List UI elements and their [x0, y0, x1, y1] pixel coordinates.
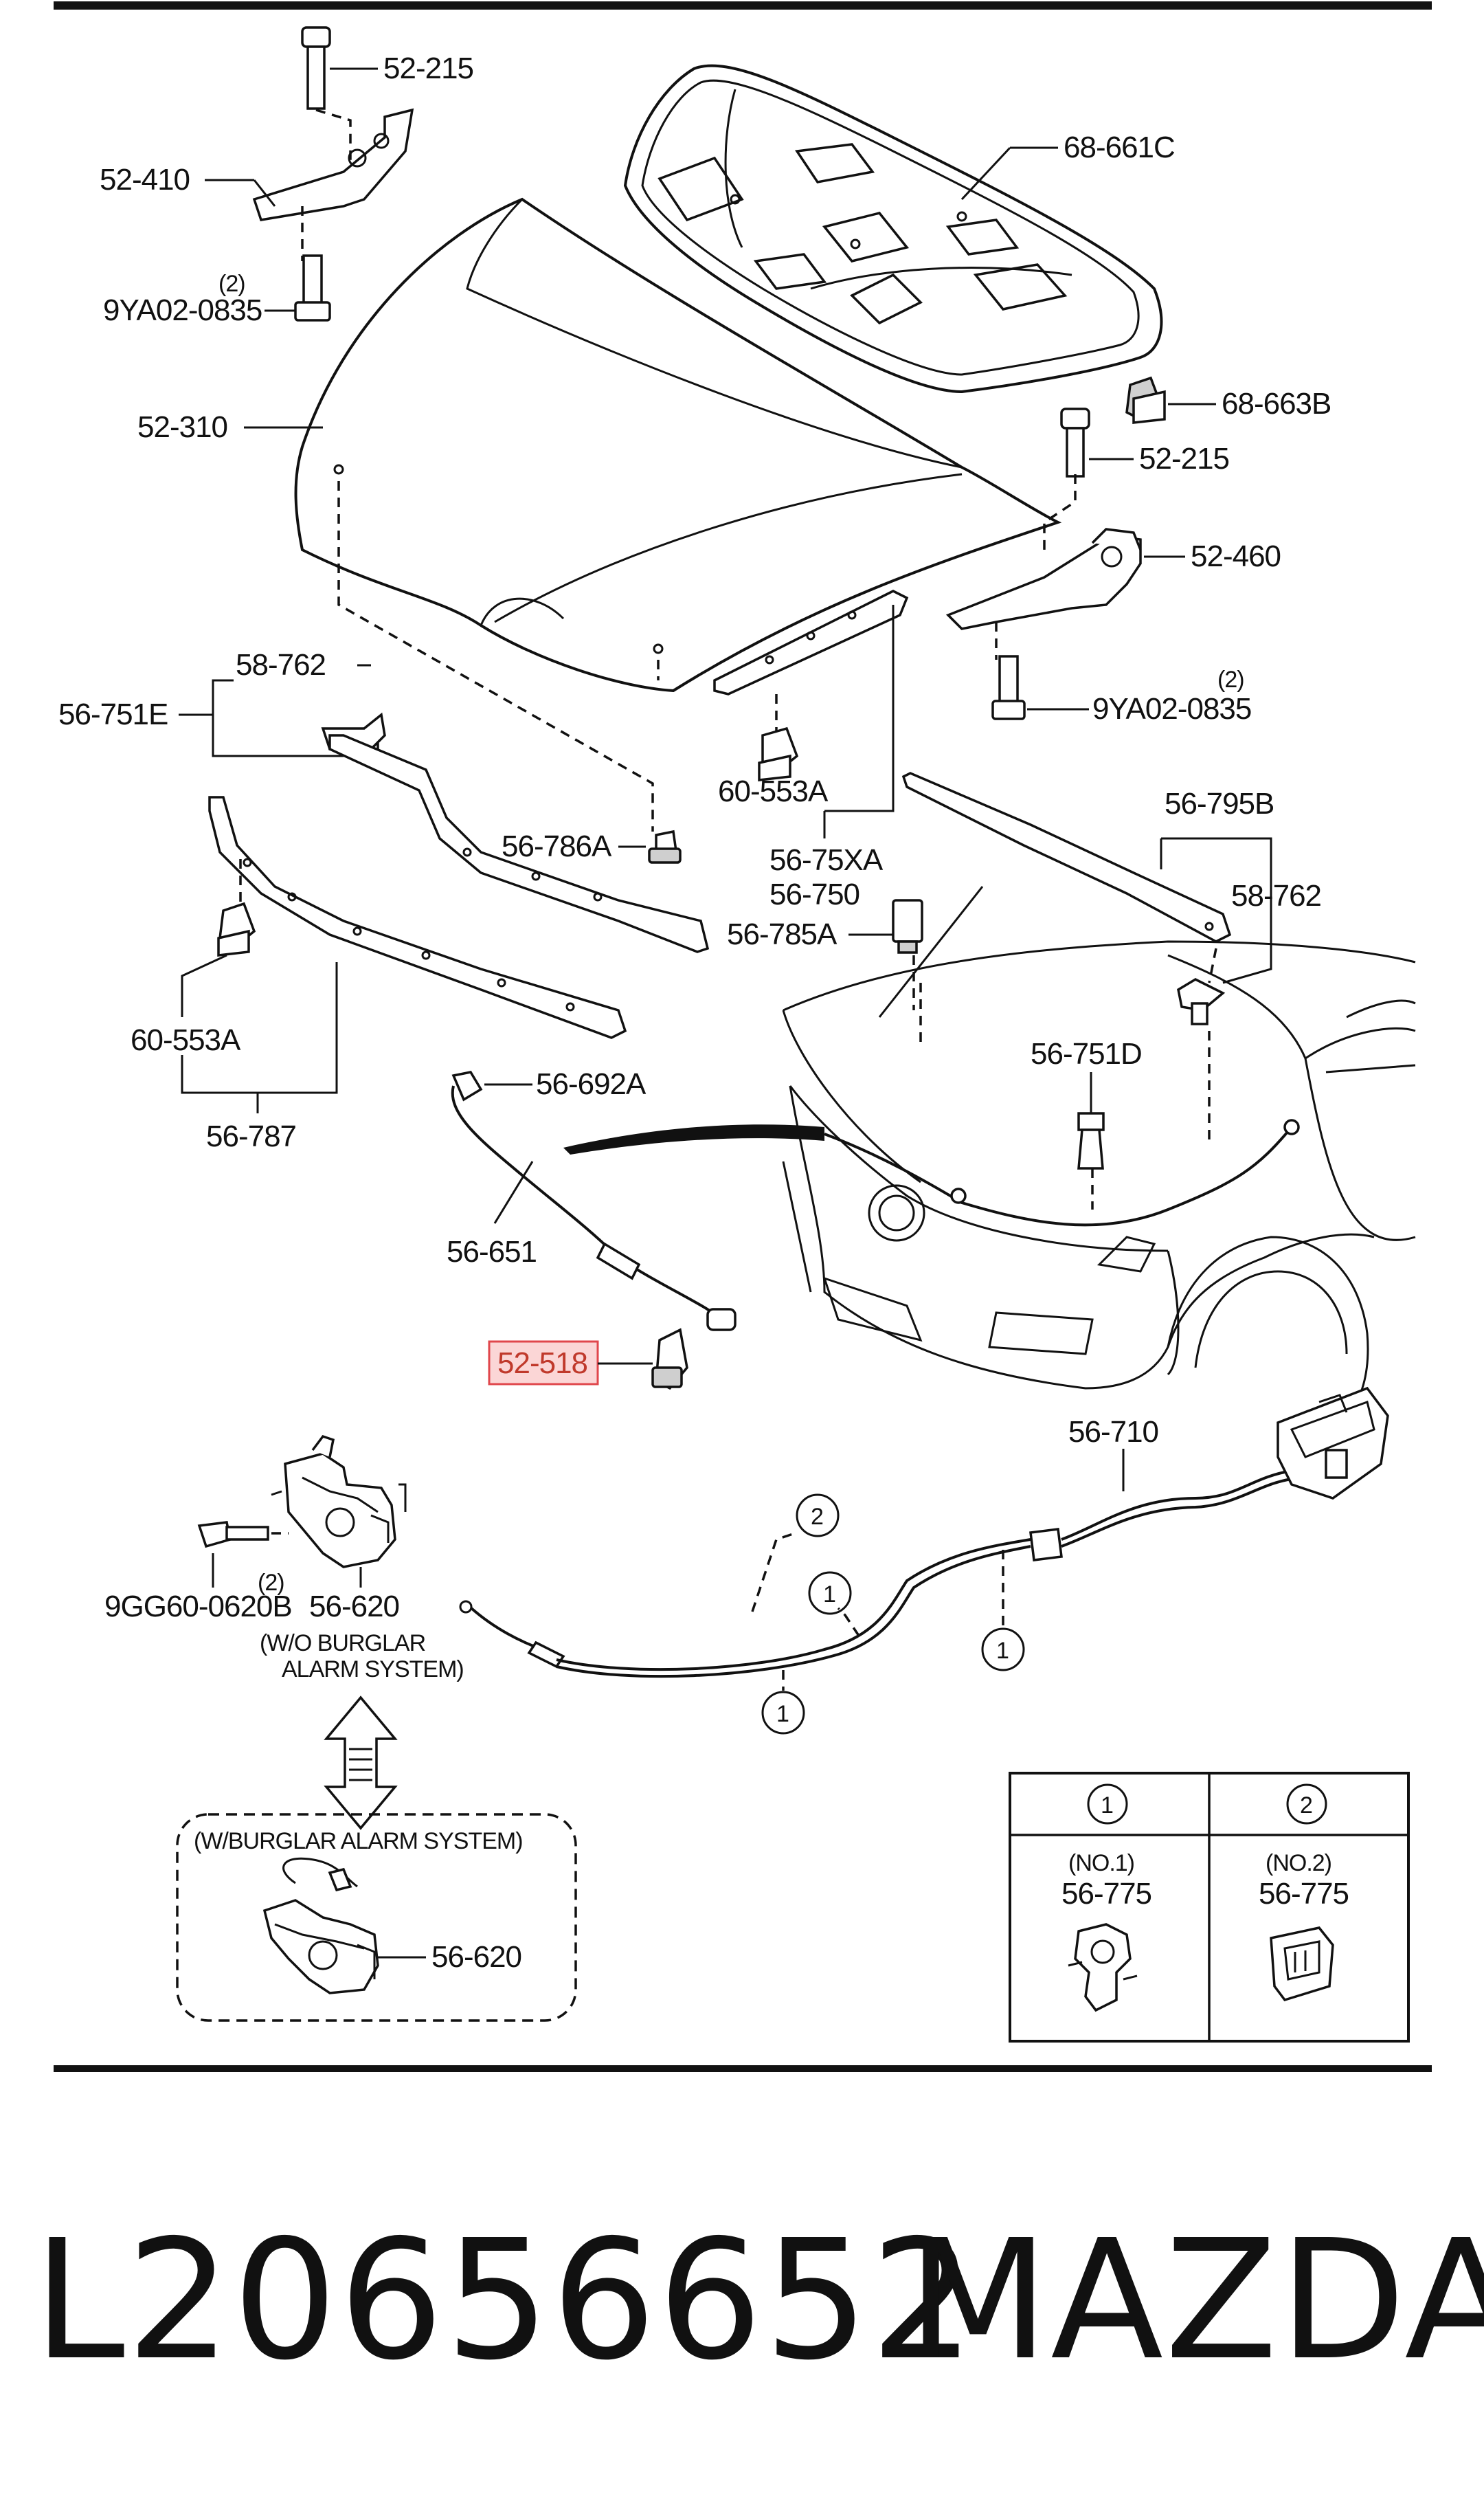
label-52-460: 52-460 [1191, 539, 1281, 573]
label-wo-burglar-line1: (W/O BURGLAR [260, 1630, 425, 1656]
hood-stay-clip-52-518 [651, 1328, 688, 1390]
label-56-751D: 56-751D [1031, 1037, 1142, 1071]
label-52-410: 52-410 [100, 163, 190, 197]
hood-latch-56-620 [197, 1434, 407, 1568]
label-52-310: 52-310 [137, 410, 227, 444]
label-58-762-right: 58-762 [1231, 879, 1321, 913]
label-52-518: 52-518 [497, 1346, 587, 1380]
clip-60-553A-center [758, 726, 799, 781]
svg-text:1: 1 [823, 1581, 835, 1608]
leader-68-661C [960, 146, 1011, 201]
label-9GG60-0620B: 9GG60-0620B [104, 1590, 292, 1623]
footer-part-number: L20656652 [33, 2204, 976, 2396]
svg-text:1: 1 [996, 1638, 1009, 1664]
car-front-view [563, 886, 1416, 1417]
label-56-620-bottom: 56-620 [431, 1940, 521, 1974]
left-hinge-52-410 [252, 26, 414, 322]
label-56-750: 56-750 [769, 878, 859, 911]
relay-56-785A [892, 899, 923, 1010]
bracket-60-553A-left [181, 954, 227, 1017]
label-60-553A-left: 60-553A [131, 1023, 241, 1057]
clip-legend-table: 1 2 (NO.1) 56-775 (NO.2) 56-775 [1009, 1772, 1410, 2043]
svg-text:1: 1 [776, 1701, 789, 1727]
clip-56-751D [1077, 1112, 1105, 1170]
right-hinge-52-460 [945, 408, 1142, 720]
clip-no1-icon [1068, 1923, 1138, 2012]
label-68-661C: 68-661C [1064, 131, 1175, 164]
label-56-620-top: 56-620 [309, 1590, 399, 1623]
callout-circle-2-cable: 2 [751, 1493, 840, 1612]
legend-part-1: 56-775 [1061, 1877, 1151, 1911]
label-68-663B: 68-663B [1222, 387, 1331, 421]
label-qty-2-right: (2) [1217, 667, 1244, 693]
label-9YA02-0835-right: 9YA02-0835 [1092, 692, 1251, 726]
hood-insulator-68-661C [623, 64, 1163, 394]
clip-no2-icon [1270, 1926, 1334, 2002]
label-56-785A: 56-785A [727, 917, 837, 951]
callout-circle-1-a: 1 [808, 1571, 860, 1636]
clip-58-762-right [1177, 948, 1226, 1025]
label-52-215-top: 52-215 [383, 52, 473, 85]
release-cable-56-710 [459, 1386, 1389, 1678]
seal-strip-56-751E [321, 712, 710, 953]
highlight-52-518[interactable] [488, 1340, 599, 1386]
legend-header-1: 1 [1101, 1792, 1113, 1818]
label-qty-2-latch: (2) [258, 1570, 284, 1596]
leader-56-651 [493, 1161, 534, 1224]
w-burglar-box [176, 1813, 577, 2022]
cable-56-651 [451, 1071, 737, 1331]
label-56-75XA: 56-75XA [769, 843, 884, 877]
bracket-56-795B [1161, 837, 1272, 984]
seal-strip-56-787 [208, 796, 627, 1039]
svg-text:2: 2 [811, 1504, 823, 1530]
label-60-553A-center: 60-553A [718, 775, 829, 808]
seal-strip-56-75XA [713, 590, 909, 732]
label-56-710: 56-710 [1068, 1415, 1158, 1449]
bracket-56-787 [181, 962, 338, 1094]
label-wo-burglar-line2: ALARM SYSTEM) [282, 1656, 464, 1682]
clip-68-663B [1125, 376, 1166, 424]
label-w-burglar: (W/BURGLAR ALARM SYSTEM) [194, 1828, 523, 1854]
label-56-692A: 56-692A [536, 1067, 647, 1101]
swap-arrow-icon [324, 1695, 398, 1830]
footer-brand: MAZDA [907, 2204, 1484, 2396]
hood-dash-left [337, 481, 654, 832]
bracket-56-751E [212, 679, 344, 757]
clip-56-786A [648, 830, 682, 864]
bracket-56-75XA [823, 605, 895, 838]
hood-panel [294, 197, 1062, 693]
callout-circle-1-c: 1 [981, 1550, 1025, 1671]
seal-strip-56-795B [901, 772, 1232, 943]
label-56-786A: 56-786A [502, 830, 612, 863]
clip-60-553A-left [217, 902, 256, 957]
callout-circle-1-b: 1 [761, 1670, 805, 1735]
label-9YA02-0835-left: 9YA02-0835 [103, 293, 262, 327]
label-56-795B: 56-795B [1165, 787, 1274, 821]
label-52-215-right: 52-215 [1139, 442, 1229, 476]
label-qty-2-left: (2) [218, 271, 245, 297]
label-56-787: 56-787 [206, 1120, 296, 1153]
hood-latch-56-620-burglar [262, 1857, 379, 1994]
legend-name-2: (NO.2) [1266, 1850, 1331, 1876]
label-56-651: 56-651 [447, 1235, 537, 1269]
legend-name-1: (NO.1) [1068, 1850, 1134, 1876]
label-58-762-left: 58-762 [236, 648, 326, 682]
legend-part-2: 56-775 [1259, 1877, 1349, 1911]
legend-header-2: 2 [1300, 1792, 1312, 1818]
label-56-751E: 56-751E [58, 698, 168, 731]
